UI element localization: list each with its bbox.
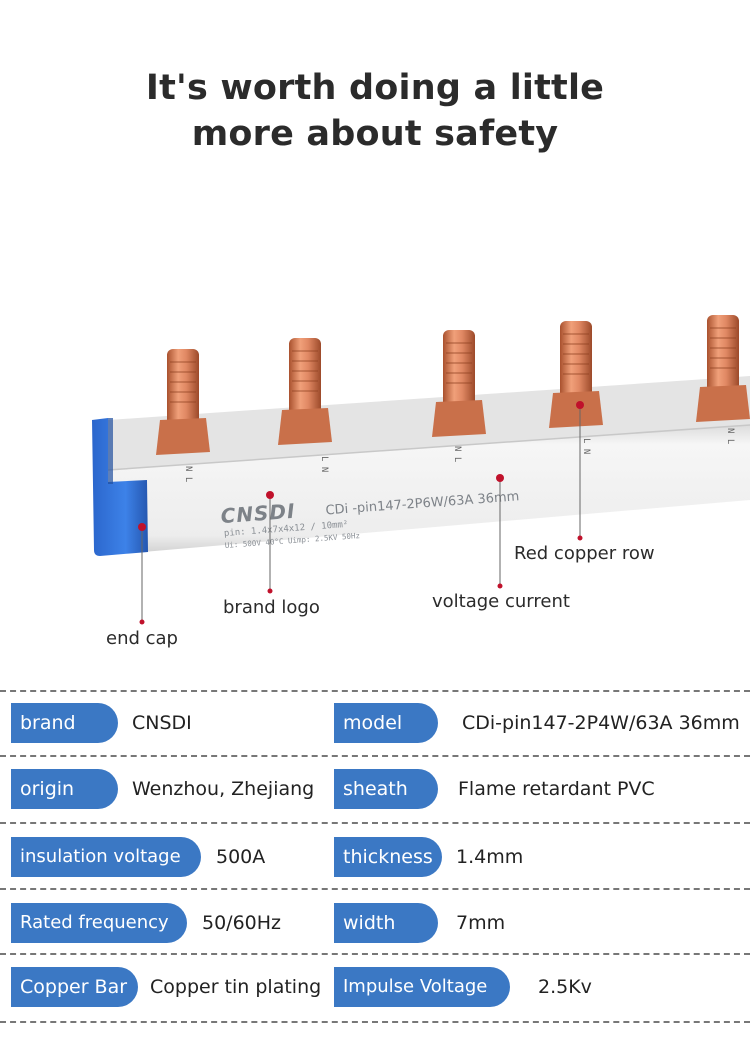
spec-value: Wenzhou, Zhejiang bbox=[132, 778, 315, 800]
pin-mark: N L bbox=[183, 466, 193, 482]
sheath-body bbox=[107, 376, 750, 555]
divider bbox=[0, 1021, 750, 1023]
printed-brand-logo: CNSDI bbox=[220, 499, 296, 528]
spec-value: 7mm bbox=[456, 912, 506, 934]
pin-mark: L N bbox=[319, 456, 329, 472]
spec-label: width bbox=[334, 903, 438, 943]
spec-label: Rated frequency bbox=[11, 903, 187, 943]
divider bbox=[0, 755, 750, 757]
spec-value: CDi-pin147-2P4W/63A 36mm bbox=[462, 712, 740, 734]
busbar-product-illustration: N L L N N L L N N L CNSDI CDi -pin147-2P… bbox=[92, 315, 750, 625]
headline-line-1: It's worth doing a little bbox=[145, 68, 605, 108]
divider bbox=[0, 690, 750, 692]
spec-label: insulation voltage bbox=[11, 837, 201, 877]
spec-value: 1.4mm bbox=[456, 846, 524, 868]
spec-value: Copper tin plating bbox=[150, 976, 322, 998]
spec-label: thickness bbox=[334, 837, 442, 877]
spec-value: 2.5Kv bbox=[538, 976, 592, 998]
copper-pin bbox=[432, 330, 486, 437]
callout-pointer bbox=[266, 491, 274, 594]
callout-voltage-current: voltage current bbox=[432, 591, 570, 612]
spec-label: model bbox=[334, 703, 438, 743]
spec-value: Flame retardant PVC bbox=[458, 778, 655, 800]
callout-end-cap: end cap bbox=[106, 628, 178, 649]
spec-label: Impulse Voltage bbox=[334, 967, 510, 1007]
spec-label: origin bbox=[11, 769, 118, 809]
spec-value: 500A bbox=[216, 846, 266, 868]
divider bbox=[0, 822, 750, 824]
spec-label: Copper Bar bbox=[11, 967, 138, 1007]
spec-label: sheath bbox=[334, 769, 438, 809]
spec-value: CNSDI bbox=[132, 712, 192, 734]
spec-value: 50/60Hz bbox=[202, 912, 282, 934]
copper-pin bbox=[156, 349, 210, 455]
callout-pointer bbox=[138, 523, 146, 625]
callout-brand-logo: brand logo bbox=[223, 597, 320, 618]
pin-mark: L N bbox=[581, 438, 591, 454]
spec-label: brand bbox=[11, 703, 118, 743]
pin-mark: N L bbox=[725, 428, 735, 444]
divider bbox=[0, 953, 750, 955]
headline-line-2: more about safety bbox=[191, 114, 559, 154]
copper-pin bbox=[278, 338, 332, 445]
divider bbox=[0, 888, 750, 890]
copper-pin bbox=[549, 321, 603, 428]
callout-pointer bbox=[496, 474, 504, 589]
end-cap bbox=[92, 418, 148, 556]
pin-mark: N L bbox=[452, 446, 462, 462]
callout-pointer bbox=[576, 401, 584, 541]
callout-red-copper-row: Red copper row bbox=[514, 543, 655, 564]
copper-pin bbox=[696, 315, 750, 422]
